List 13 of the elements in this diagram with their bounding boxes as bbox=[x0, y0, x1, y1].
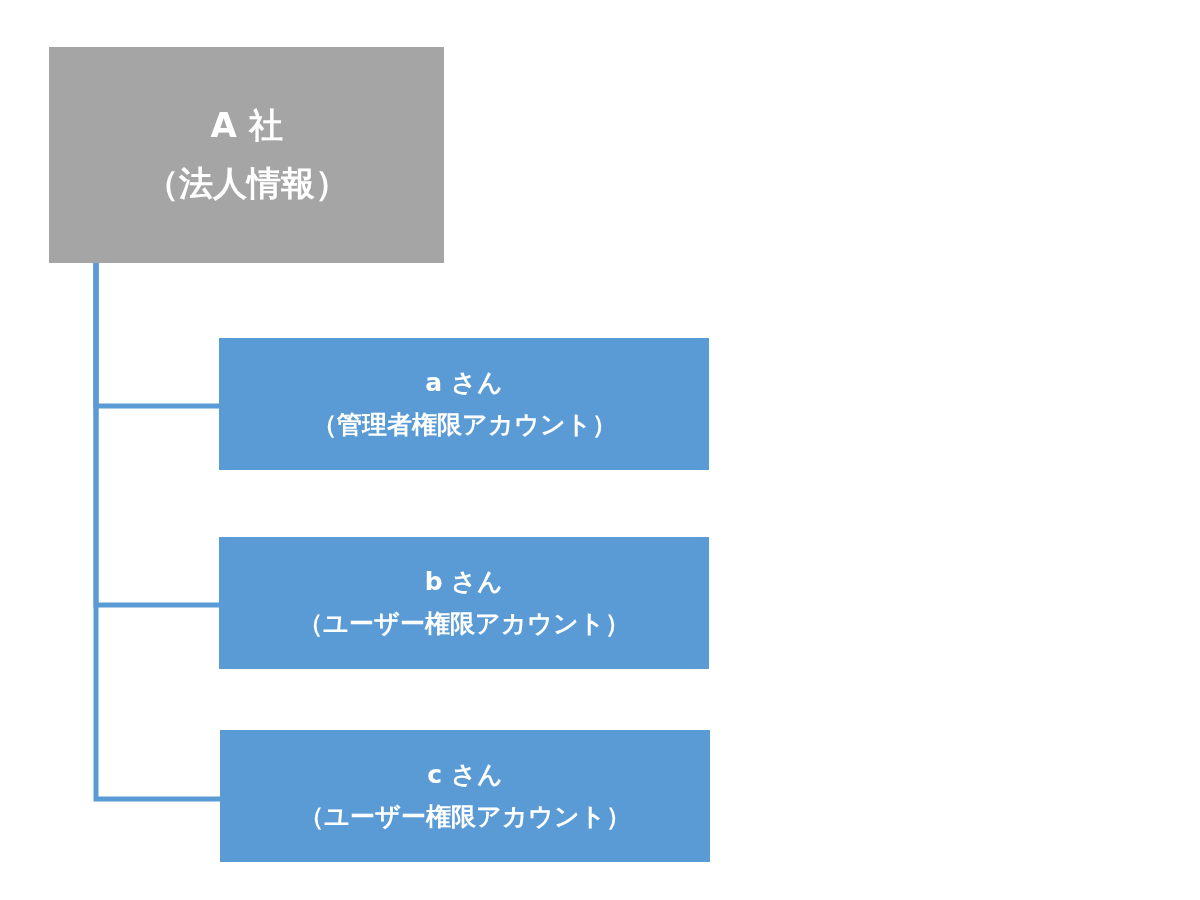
node-subtitle: （法人情報） bbox=[144, 162, 349, 205]
node-title: a さん bbox=[425, 366, 503, 399]
company-box bbox=[49, 47, 444, 263]
account-box bbox=[220, 730, 710, 862]
account-box bbox=[219, 338, 709, 470]
node-subtitle: （ユーザー権限アカウント） bbox=[298, 608, 630, 640]
node-title: c さん bbox=[427, 758, 503, 791]
connector-line bbox=[93, 263, 220, 802]
account-box bbox=[219, 537, 709, 669]
node-title: A 社 bbox=[210, 104, 283, 148]
node-subtitle: （管理者権限アカウント） bbox=[311, 409, 617, 441]
node-subtitle: （ユーザー権限アカウント） bbox=[299, 801, 631, 833]
node-title: b さん bbox=[424, 565, 504, 598]
